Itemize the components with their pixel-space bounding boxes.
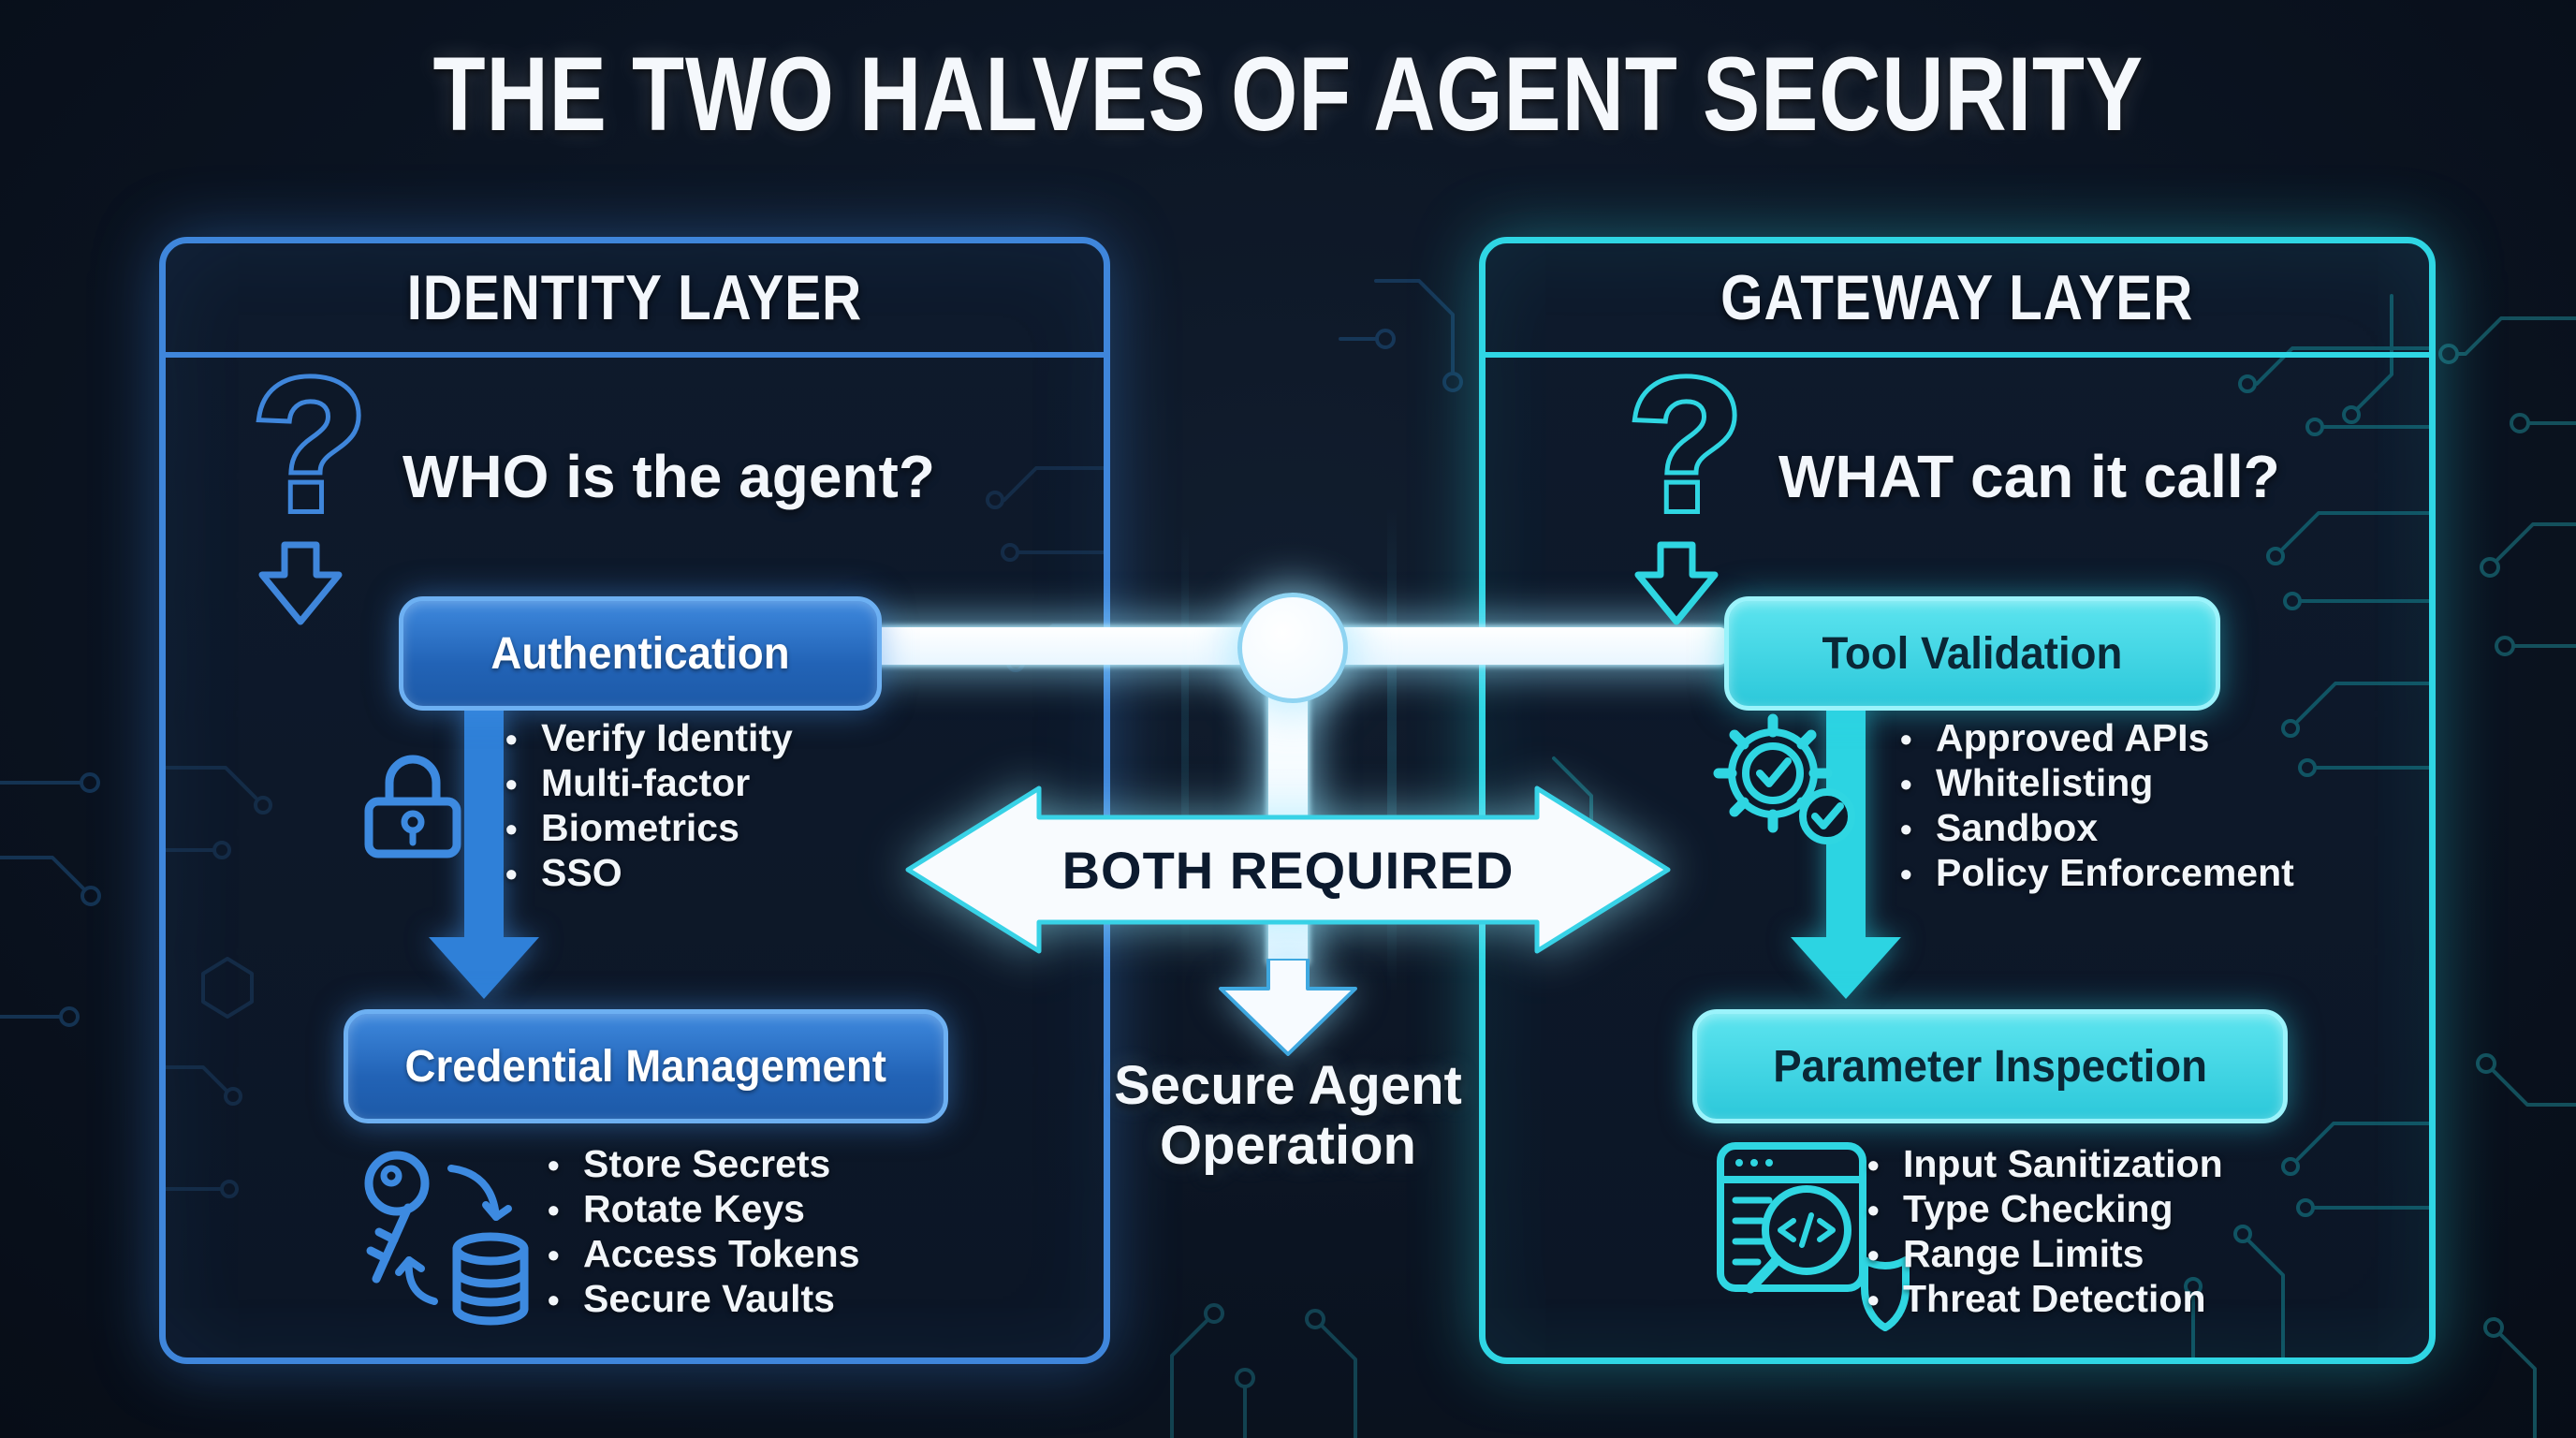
bullet-item: Whitelisting (1900, 761, 2294, 806)
both-required-arrow (905, 785, 1671, 954)
tool-validation-bullets: Approved APIs Whitelisting Sandbox Polic… (1900, 716, 2294, 896)
page-title: THE TWO HALVES OF AGENT SECURITY (432, 36, 2144, 153)
question-down-arrow-icon (1634, 541, 1719, 625)
credential-management-box: Credential Management (344, 1009, 948, 1123)
identity-question-mark-icon: ? (248, 361, 372, 625)
bullet-item: Approved APIs (1900, 716, 2294, 761)
outcome-down-arrow (1219, 959, 1357, 1056)
question-mark-glyph: ? (253, 361, 367, 550)
bullet-item: Type Checking (1867, 1187, 2223, 1232)
gateway-question-text: WHAT can it call? (1778, 443, 2280, 510)
gateway-down-arrow (1791, 701, 1901, 999)
outcome-line-2: Operation (1160, 1115, 1416, 1176)
tool-validation-box: Tool Validation (1724, 596, 2220, 711)
question-mark-glyph: ? (1629, 361, 1743, 550)
bullet-item: Rotate Keys (548, 1187, 860, 1232)
parameter-inspection-bullets: Input Sanitization Type Checking Range L… (1867, 1142, 2223, 1322)
light-streak (1181, 524, 1189, 955)
gateway-layer-header: GATEWAY LAYER (1486, 243, 2429, 358)
authentication-bullets: Verify Identity Multi-factor Biometrics … (505, 716, 793, 896)
bullet-item: Range Limits (1867, 1232, 2223, 1277)
gateway-layer-header-label: GATEWAY LAYER (1720, 262, 2194, 333)
gateway-question-mark-icon: ? (1624, 361, 1748, 625)
bullet-item: Input Sanitization (1867, 1142, 2223, 1187)
connector-circle-node (1237, 593, 1348, 703)
authentication-box: Authentication (399, 596, 882, 711)
identity-layer-header-label: IDENTITY LAYER (406, 262, 863, 333)
authentication-label: Authentication (490, 628, 790, 679)
bullet-item: Store Secrets (548, 1142, 860, 1187)
credential-management-label: Credential Management (404, 1041, 887, 1092)
secure-agent-operation-text: Secure Agent Operation (1007, 1056, 1569, 1176)
padlock-icon (364, 755, 461, 858)
both-required-label: BOTH REQUIRED (1061, 840, 1515, 900)
key-rotation-database-icon (364, 1151, 529, 1326)
bullet-item: Verify Identity (505, 716, 793, 761)
outcome-line-1: Secure Agent (1114, 1055, 1462, 1116)
parameter-inspection-box: Parameter Inspection (1692, 1009, 2288, 1123)
light-streak (1387, 506, 1397, 992)
tool-validation-label: Tool Validation (1822, 628, 2123, 679)
bullet-item: Sandbox (1900, 806, 2294, 851)
identity-layer-header: IDENTITY LAYER (166, 243, 1104, 358)
bullet-item: Secure Vaults (548, 1277, 860, 1322)
credential-management-bullets: Store Secrets Rotate Keys Access Tokens … (548, 1142, 860, 1322)
identity-down-arrow (429, 701, 539, 999)
bullet-item: Threat Detection (1867, 1277, 2223, 1322)
parameter-inspection-label: Parameter Inspection (1773, 1041, 2207, 1092)
question-down-arrow-icon (258, 541, 343, 625)
gear-checkmarks-icon (1713, 713, 1855, 844)
bullet-item: Policy Enforcement (1900, 851, 2294, 896)
bullet-item: SSO (505, 851, 793, 896)
identity-question-text: WHO is the agent? (402, 443, 935, 510)
bullet-item: Multi-factor (505, 761, 793, 806)
bullet-item: Biometrics (505, 806, 793, 851)
bullet-item: Access Tokens (548, 1232, 860, 1277)
